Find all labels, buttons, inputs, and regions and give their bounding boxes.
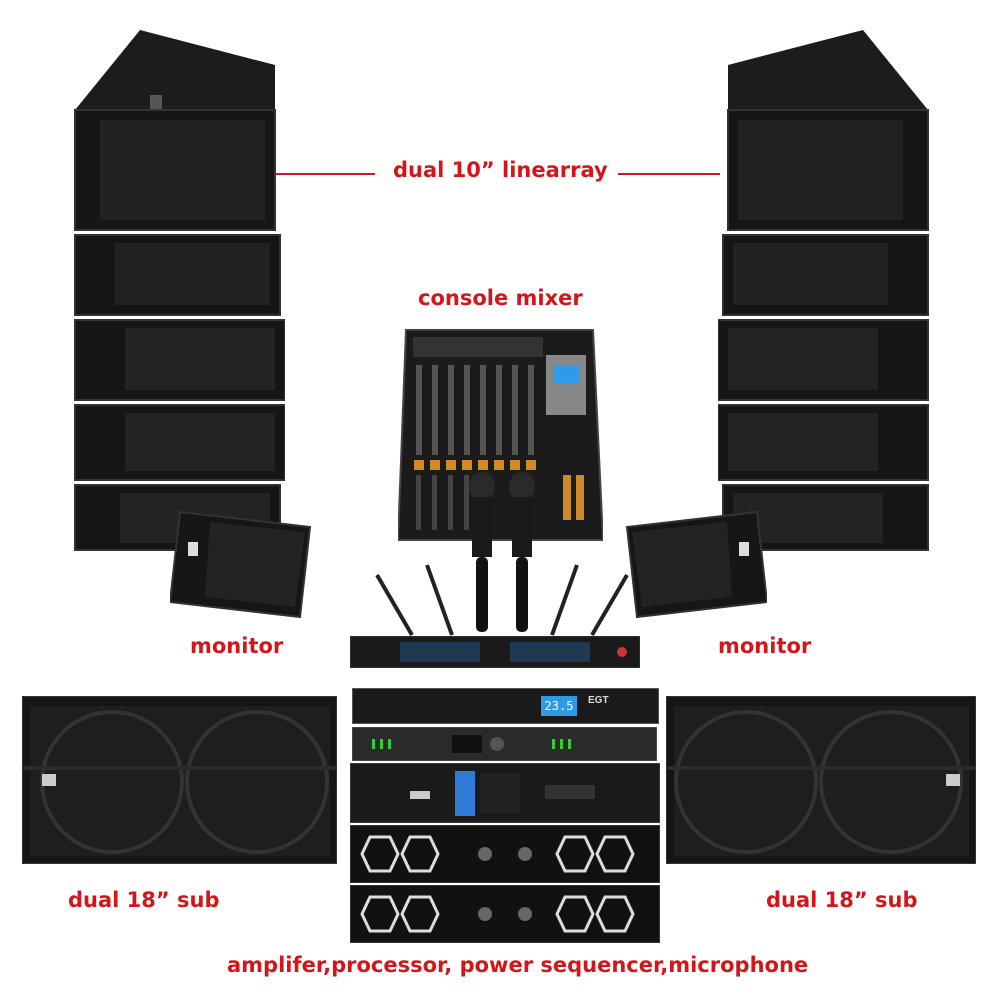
line-array-leader-left (275, 173, 375, 175)
sequencer-lcd: 23.5 (541, 696, 577, 716)
audio-processor (352, 727, 657, 761)
right-line-array (718, 30, 929, 551)
line-array-label: dual 10” linearray (393, 158, 608, 182)
right-dual-18-sub (666, 696, 976, 864)
left-dual-18-sub (22, 696, 337, 864)
console-mixer-label: console mixer (418, 286, 583, 310)
right-stage-monitor (625, 510, 767, 619)
amplifier-1 (350, 763, 660, 823)
left-stage-monitor (170, 510, 312, 619)
power-sequencer: 23.5 EGT (352, 688, 659, 724)
amplifier-3 (350, 885, 660, 943)
amplifier-2 (350, 825, 660, 883)
wireless-microphones (469, 472, 535, 632)
left-line-array (74, 30, 285, 551)
monitor-right-label: monitor (718, 634, 812, 658)
sub-right-label: dual 18” sub (766, 888, 918, 912)
console-mixer (398, 329, 603, 541)
line-array-leader-right (618, 173, 720, 175)
wireless-receiver (350, 636, 640, 668)
bottom-caption: amplifer,processor, power sequencer,micr… (227, 953, 809, 977)
sequencer-brand: EGT (588, 695, 609, 706)
receiver-antennas (375, 564, 629, 637)
sub-left-label: dual 18” sub (68, 888, 220, 912)
monitor-left-label: monitor (190, 634, 284, 658)
